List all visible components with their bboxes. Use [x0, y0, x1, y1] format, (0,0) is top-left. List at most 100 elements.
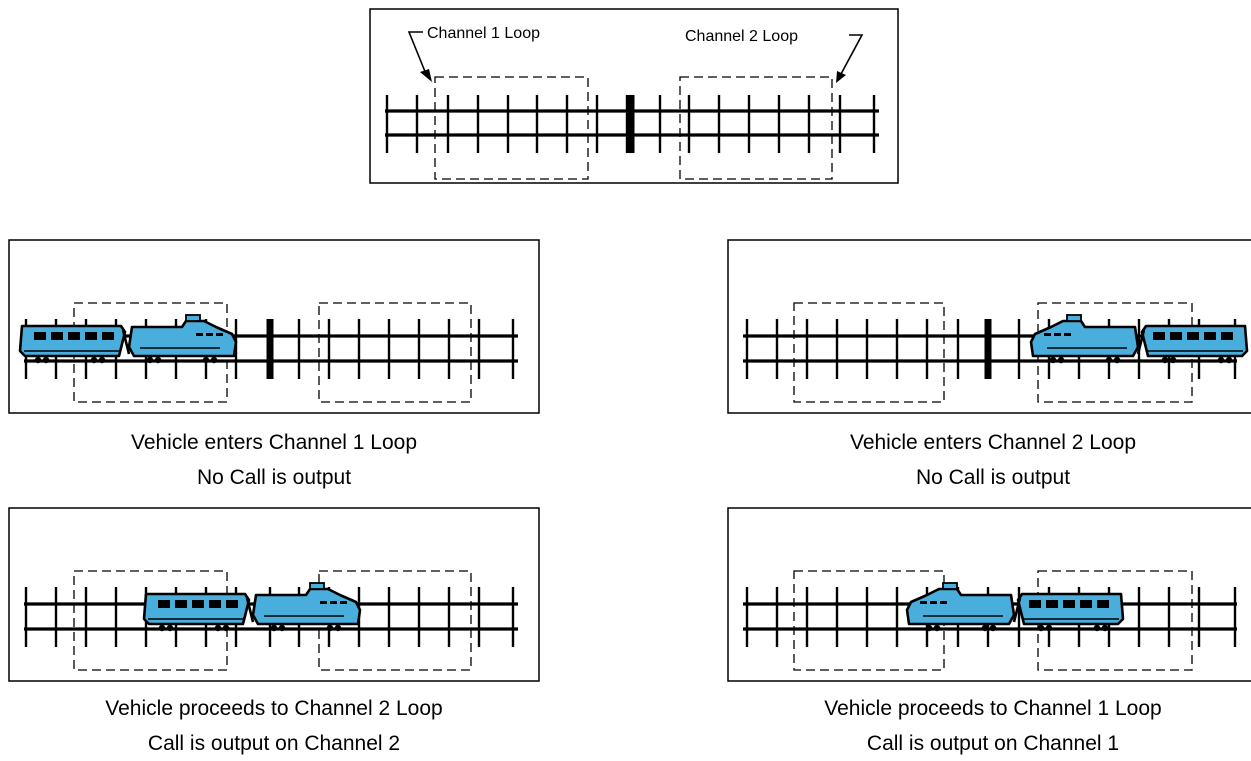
scenario-panel-3 — [8, 507, 540, 682]
car-window — [34, 332, 46, 340]
scenario-2-vehicle — [1029, 314, 1249, 364]
locomotive-wheel — [925, 624, 933, 632]
car-window — [1187, 332, 1199, 340]
locomotive-window — [320, 601, 327, 604]
car-wheel — [1217, 356, 1225, 364]
channel-2-loop-label: Channel 2 Loop — [685, 28, 798, 45]
channel-1-loop-box — [434, 76, 589, 180]
coupler — [1136, 329, 1146, 355]
car-wheel — [42, 356, 50, 364]
locomotive-roof-unit — [942, 582, 958, 590]
passenger-car-body — [1016, 592, 1125, 626]
scenario-3-diagram — [8, 507, 540, 682]
coupler — [1012, 597, 1022, 623]
locomotive-window — [940, 601, 947, 604]
car-window — [209, 600, 221, 608]
locomotive-window — [1064, 333, 1071, 336]
car-wheel — [1169, 356, 1177, 364]
car-wheel — [90, 356, 98, 364]
car-wheel — [1093, 624, 1101, 632]
car-wheel — [1225, 356, 1233, 364]
scenario-4-caption: Vehicle proceeds to Channel 1 Loop Call … — [727, 691, 1251, 761]
locomotive-window — [1044, 333, 1051, 336]
scenario-panel-2 — [727, 239, 1251, 414]
locomotive-wheel — [1049, 356, 1057, 364]
locomotive — [251, 582, 362, 632]
locomotive-wheel — [1057, 356, 1065, 364]
locomotive-roof-unit — [185, 314, 201, 322]
locomotive-window — [196, 333, 203, 336]
car-window — [1063, 600, 1075, 608]
passenger-car — [18, 324, 127, 364]
channel-1-loop-box — [793, 302, 945, 403]
locomotive-wheel — [933, 624, 941, 632]
car-wheel — [166, 624, 174, 632]
channel-2-pointer-arrowhead — [836, 71, 846, 83]
locomotive-window — [920, 601, 927, 604]
car-window — [226, 600, 238, 608]
scenario-1-caption-line-2: No Call is output — [196, 466, 352, 489]
car-wheel — [98, 356, 106, 364]
scenario-3-caption-line-1: Vehicle proceeds to Channel 2 Loop — [105, 697, 443, 720]
car-window — [1046, 600, 1058, 608]
scenario-2-caption-line-1: Vehicle enters Channel 2 Loop — [849, 431, 1137, 454]
insulated-joint — [984, 319, 992, 379]
locomotive-wheel — [326, 624, 334, 632]
scenario-3-caption: Vehicle proceeds to Channel 2 Loop Call … — [8, 691, 540, 761]
car-wheel — [1045, 624, 1053, 632]
scenario-1-vehicle — [18, 314, 238, 364]
car-window — [1080, 600, 1092, 608]
locomotive-window — [340, 601, 347, 604]
passenger-car-body — [1140, 324, 1249, 358]
car-wheel — [34, 356, 42, 364]
channel-1-pointer-arrowhead — [420, 69, 432, 82]
scenario-3-caption-line-2: Call is output on Channel 2 — [147, 732, 401, 755]
locomotive-roof-unit — [309, 582, 325, 590]
car-window — [175, 600, 187, 608]
scenario-3-vehicle — [142, 582, 362, 632]
locomotive-window — [1054, 333, 1061, 336]
insulated-joint — [266, 319, 274, 379]
scenario-4-vehicle — [905, 582, 1125, 632]
car-window — [1097, 600, 1109, 608]
car-wheel — [214, 624, 222, 632]
locomotive-wheel — [989, 624, 997, 632]
locomotive — [1029, 314, 1140, 364]
channel-1-loop-label: Channel 1 Loop — [427, 25, 540, 42]
passenger-car — [1140, 324, 1249, 364]
locomotive-wheel — [981, 624, 989, 632]
scenario-1-diagram — [8, 239, 540, 414]
car-window — [158, 600, 170, 608]
locomotive-wheel — [146, 356, 154, 364]
legend-track — [385, 95, 879, 153]
car-window — [1221, 332, 1233, 340]
insulated-joint — [627, 95, 635, 153]
car-window — [102, 332, 114, 340]
car-window — [1029, 600, 1041, 608]
locomotive-wheel — [270, 624, 278, 632]
legend-panel: Channel 1 Loop Channel 2 Loop — [369, 8, 899, 184]
locomotive — [127, 314, 238, 364]
locomotive — [905, 582, 1016, 632]
car-wheel — [1101, 624, 1109, 632]
locomotive-wheel — [202, 356, 210, 364]
car-wheel — [222, 624, 230, 632]
passenger-car-body — [18, 324, 127, 358]
locomotive-roof-unit — [1066, 314, 1082, 322]
passenger-car — [1016, 592, 1125, 632]
locomotive-wheel — [210, 356, 218, 364]
locomotive-wheel — [154, 356, 162, 364]
car-window — [1170, 332, 1182, 340]
car-window — [85, 332, 97, 340]
legend-diagram: Channel 1 Loop Channel 2 Loop — [369, 8, 899, 184]
channel-2-loop-box — [318, 302, 472, 403]
scenario-4-caption-line-1: Vehicle proceeds to Channel 1 Loop — [824, 697, 1162, 720]
scenario-2-diagram — [727, 239, 1251, 414]
car-window — [68, 332, 80, 340]
car-window — [192, 600, 204, 608]
locomotive-window — [330, 601, 337, 604]
channel-2-loop-box — [679, 76, 833, 180]
car-wheel — [1161, 356, 1169, 364]
car-wheel — [158, 624, 166, 632]
coupler — [245, 597, 255, 623]
